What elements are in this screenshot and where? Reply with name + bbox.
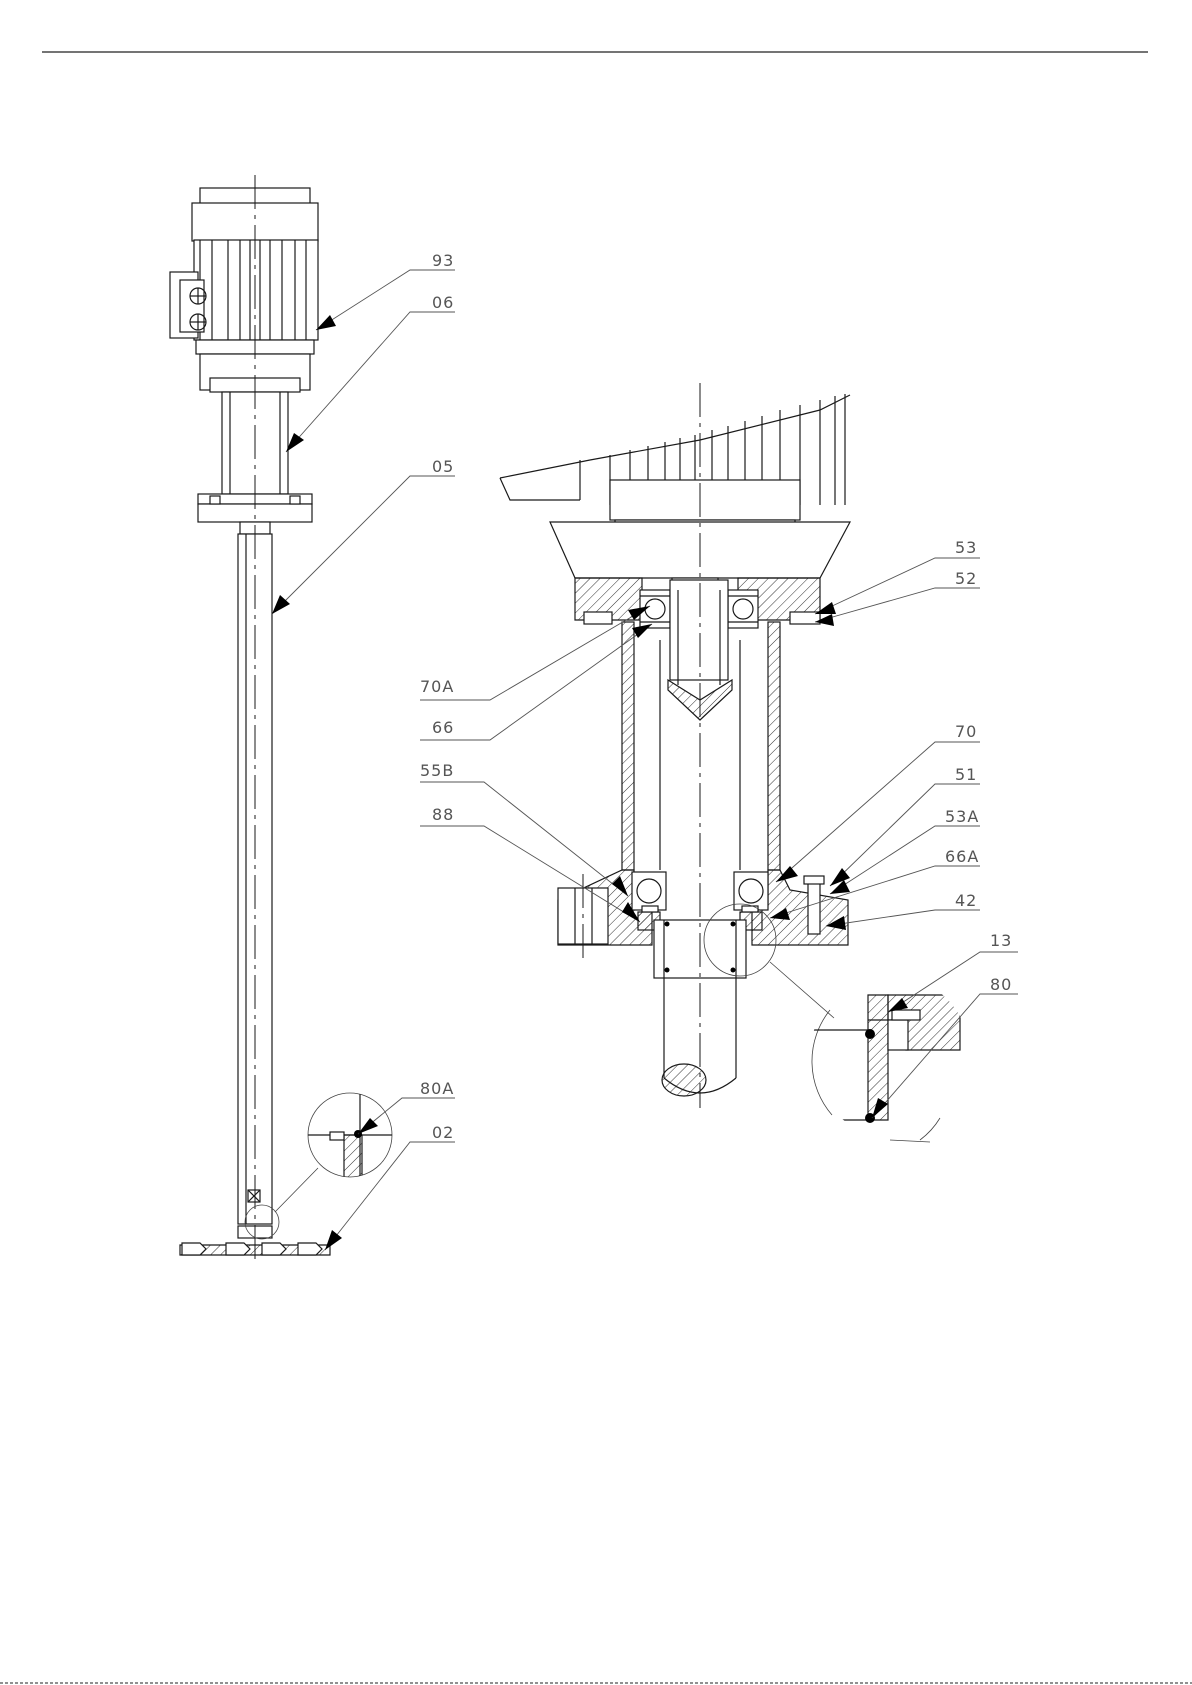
callout-05: 05 (272, 457, 455, 614)
callout-66: 66 (420, 624, 652, 740)
callout-93: 93 (316, 251, 455, 330)
svg-text:55B: 55B (420, 761, 454, 780)
callout-42: 42 (826, 891, 980, 930)
callout-55B: 55B (420, 761, 628, 896)
svg-text:66: 66 (432, 718, 454, 737)
svg-text:13: 13 (990, 931, 1012, 950)
svg-text:42: 42 (955, 891, 977, 910)
svg-text:06: 06 (432, 293, 454, 312)
svg-text:02: 02 (432, 1123, 454, 1142)
svg-text:66A: 66A (945, 847, 979, 866)
svg-text:53: 53 (955, 538, 977, 557)
svg-text:80: 80 (990, 975, 1012, 994)
bearing-section-view (500, 383, 960, 1142)
pump-elevation-view (170, 175, 400, 1265)
svg-text:05: 05 (432, 457, 454, 476)
svg-text:93: 93 (432, 251, 454, 270)
svg-text:70: 70 (955, 722, 977, 741)
svg-text:52: 52 (955, 569, 977, 588)
svg-text:88: 88 (432, 805, 454, 824)
svg-text:51: 51 (955, 765, 977, 784)
detail-80A (300, 1090, 400, 1200)
svg-text:70A: 70A (420, 677, 454, 696)
svg-text:53A: 53A (945, 807, 979, 826)
svg-text:80A: 80A (420, 1079, 454, 1098)
callout-52: 52 (815, 569, 980, 626)
